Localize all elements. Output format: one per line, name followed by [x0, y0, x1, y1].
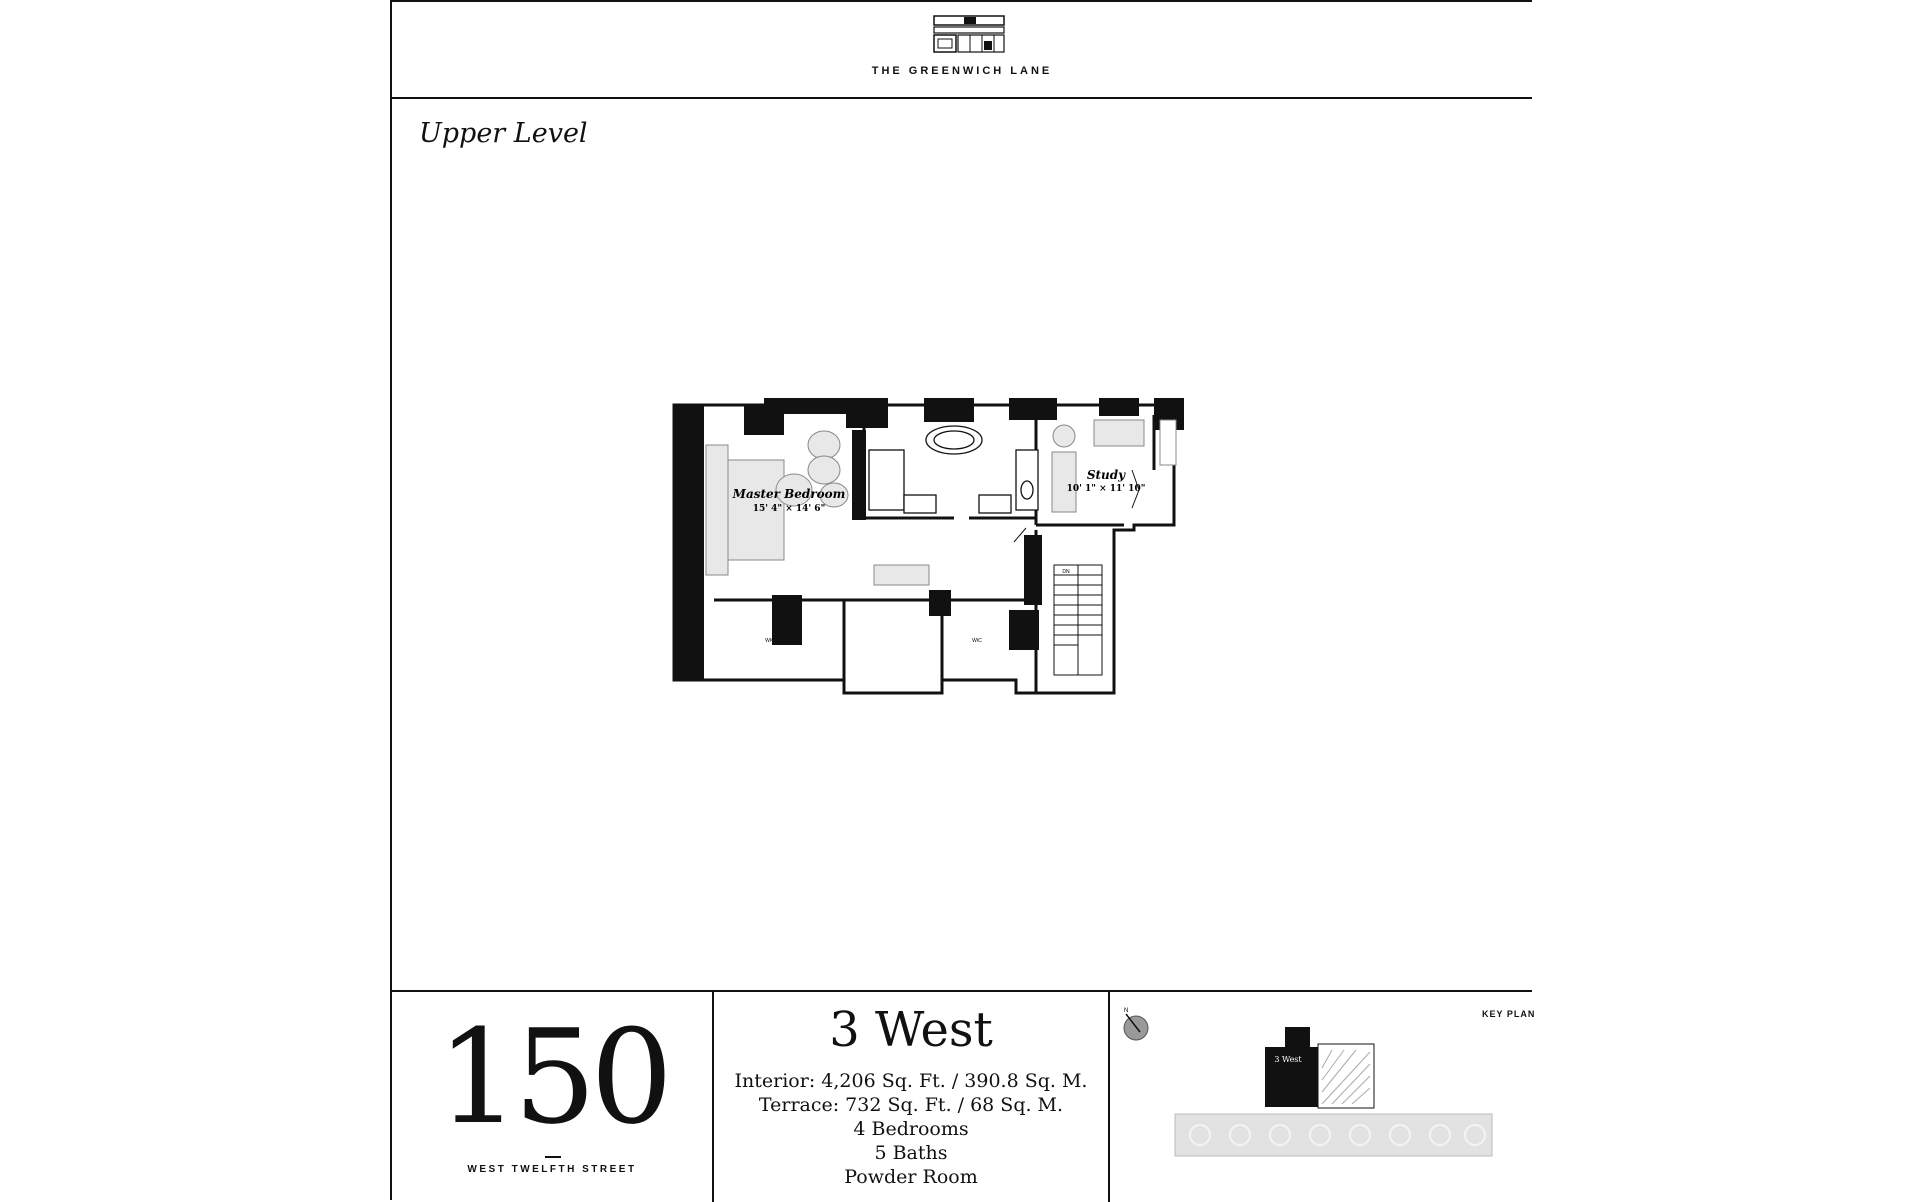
brand-name: THE GREENWICH LANE [871, 65, 1053, 77]
structural-columns [674, 398, 1184, 680]
study-furniture [1051, 419, 1177, 513]
unit-spec-terrace: Terrace: 732 Sq. Ft. / 68 Sq. M. [758, 1094, 1064, 1116]
room-label-master-bedroom: Master Bedroom [732, 487, 846, 501]
svg-text:N: N [1124, 1008, 1128, 1014]
unit-spec-baths: 5 Baths [874, 1142, 948, 1164]
greenwich-lane-logo-icon [933, 15, 1005, 53]
stair-label: DN [1062, 569, 1070, 575]
bath-fixtures [868, 425, 1039, 514]
room-dim-study: 10' 1" × 11' 10" [1067, 484, 1146, 494]
closet-label-2: WIC [972, 638, 982, 644]
key-plan-label: KEY PLAN [1482, 1009, 1536, 1019]
key-plan-unit-label: 3 West [1274, 1055, 1302, 1064]
room-dim-master-bedroom: 15' 4" × 14' 6" [753, 504, 826, 514]
key-plan-building: 3 West [1265, 1027, 1375, 1109]
top-border [392, 0, 1532, 2]
key-plan-drawing: N 3 West [1123, 1008, 1493, 1157]
stairs [1053, 564, 1103, 676]
floorplan-sheet: THE GREENWICH LANE Upper Level [390, 0, 1536, 1202]
sheet-footer: 150 WEST TWELFTH STREET 3 West Interior:… [392, 990, 1536, 1202]
unit-name: 3 West [829, 1002, 993, 1058]
north-compass-icon: N [1123, 1008, 1149, 1041]
key-plan-courtyard [1174, 1113, 1493, 1157]
address-rule [545, 1156, 561, 1158]
closet-label-1: WIC [765, 638, 775, 644]
unit-spec-powder-room: Powder Room [844, 1166, 978, 1188]
address-number: 150 [436, 1001, 673, 1153]
key-plan-panel: N 3 West [1110, 992, 1536, 1202]
unit-spec-bedrooms: 4 Bedrooms [853, 1118, 969, 1140]
unit-panel: 3 West Interior: 4,206 Sq. Ft. / 390.8 S… [714, 992, 1108, 1202]
sheet-header: THE GREENWICH LANE [392, 0, 1532, 99]
unit-spec-interior: Interior: 4,206 Sq. Ft. / 390.8 Sq. M. [734, 1070, 1088, 1092]
floor-plan: Master Bedroom 15' 4" × 14' 6" Study 10'… [654, 390, 1294, 700]
address-street: WEST TWELFTH STREET [467, 1164, 637, 1175]
address-panel: 150 WEST TWELFTH STREET [392, 992, 712, 1202]
level-title: Upper Level [419, 118, 588, 149]
footer-divider-1 [712, 992, 714, 1202]
footer-divider-2 [1108, 992, 1110, 1202]
doors [724, 469, 1140, 601]
floor-plan-drawing: Master Bedroom 15' 4" × 14' 6" Study 10'… [672, 398, 1184, 695]
room-label-study: Study [1087, 468, 1126, 482]
bedroom-furniture [705, 430, 930, 586]
